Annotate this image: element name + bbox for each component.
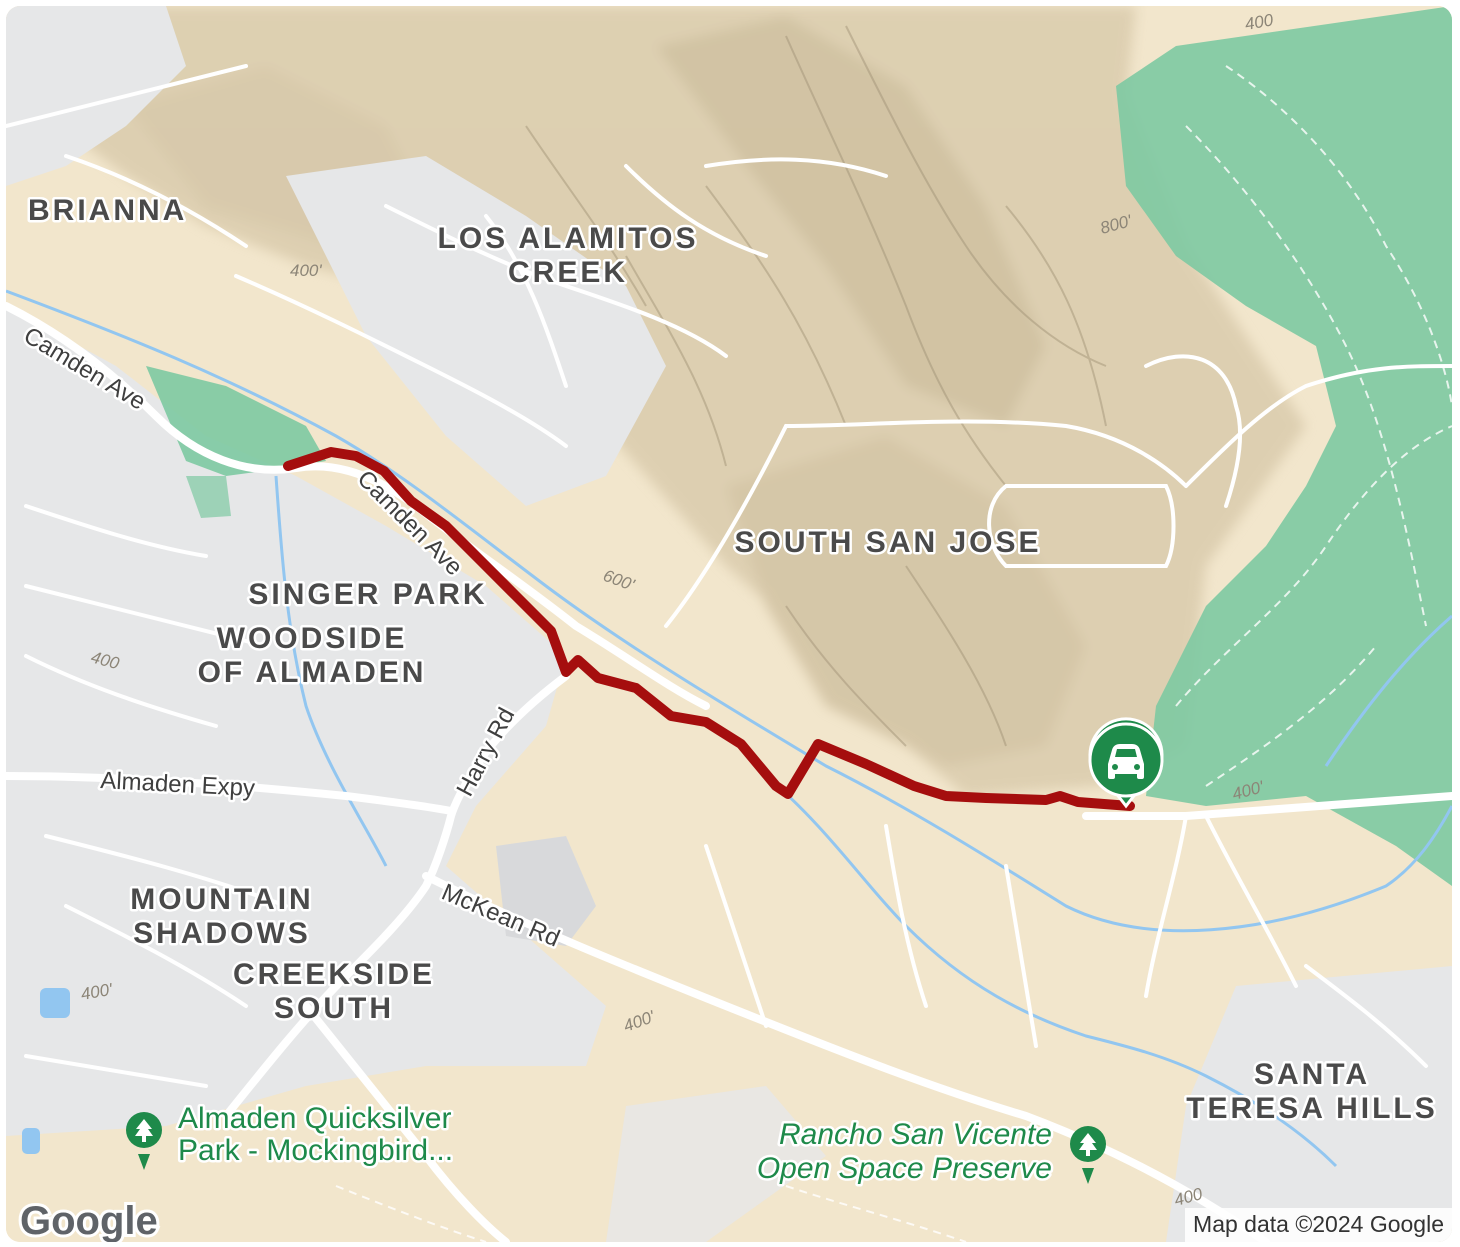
contour-label: 400 — [1243, 10, 1275, 34]
pond-2 — [22, 1128, 40, 1154]
google-logo: Google — [20, 1199, 158, 1242]
map-viewport[interactable]: 400' 400 800' 600' 400 400' 400' 400' 40… — [6, 6, 1452, 1242]
neighborhood-label-woodside: OF ALMADEN — [198, 656, 427, 689]
mckean-rd-road — [422, 872, 1270, 1242]
almaden-expy-road — [6, 772, 455, 815]
map-attribution[interactable]: Map data ©2024 Google — [1185, 1208, 1452, 1242]
neighborhood-label-los-alamitos: LOS ALAMITOS — [438, 222, 699, 255]
neighborhood-label-santa-teresa-hills: TERESA HILLS — [1186, 1092, 1438, 1125]
neighborhood-label-brianna: BRIANNA — [28, 194, 187, 227]
poi-label: Open Space Preserve — [757, 1152, 1052, 1185]
neighborhood-label-creekside-south: SOUTH — [274, 992, 394, 1025]
poi-label: Park - Mockingbird... — [178, 1134, 453, 1167]
almaden-road-south — [302, 1002, 510, 1242]
poi-almaden-quicksilver[interactable]: Almaden Quicksilver Park - Mockingbird..… — [126, 1100, 456, 1170]
park-trails — [335, 65, 1452, 1242]
car-parking-marker-icon[interactable] — [1088, 717, 1164, 809]
major-roads — [6, 302, 1452, 1242]
neighborhood-label-singer-park: SINGER PARK — [248, 578, 487, 611]
tree-park-icon — [126, 1112, 162, 1170]
camden-ave-road — [6, 302, 710, 710]
neighborhood-label-mountain-shadows: SHADOWS — [133, 917, 311, 950]
poi-label: Almaden Quicksilver — [178, 1102, 451, 1135]
neighborhood-label-south-san-jose: SOUTH SAN JOSE — [734, 526, 1041, 559]
neighborhood-label-creekside-south: CREEKSIDE — [233, 958, 435, 991]
trail-route[interactable] — [283, 447, 1135, 811]
ridge-lines — [525, 25, 1107, 747]
minor-roads — [6, 64, 1452, 1088]
poi-label: Rancho San Vicente — [779, 1118, 1052, 1151]
poi-rancho-san-vicente[interactable]: Rancho San Vicente Open Space Preserve — [754, 1116, 1106, 1188]
neighborhood-label-mountain-shadows: MOUNTAIN — [130, 883, 313, 916]
contour-label: 400' — [290, 261, 322, 280]
creek — [6, 289, 1452, 1168]
tree-park-icon — [1070, 1126, 1106, 1184]
neighborhood-label-los-alamitos: CREEK — [508, 256, 628, 289]
neighborhood-label-woodside: WOODSIDE — [217, 622, 408, 655]
pond — [40, 988, 70, 1018]
urban-areas — [6, 6, 1452, 1242]
map-canvas[interactable]: 400' 400 800' 600' 400 400' 400' 400' 40… — [6, 6, 1452, 1242]
neighborhood-label-santa-teresa-hills: SANTA — [1254, 1058, 1370, 1091]
